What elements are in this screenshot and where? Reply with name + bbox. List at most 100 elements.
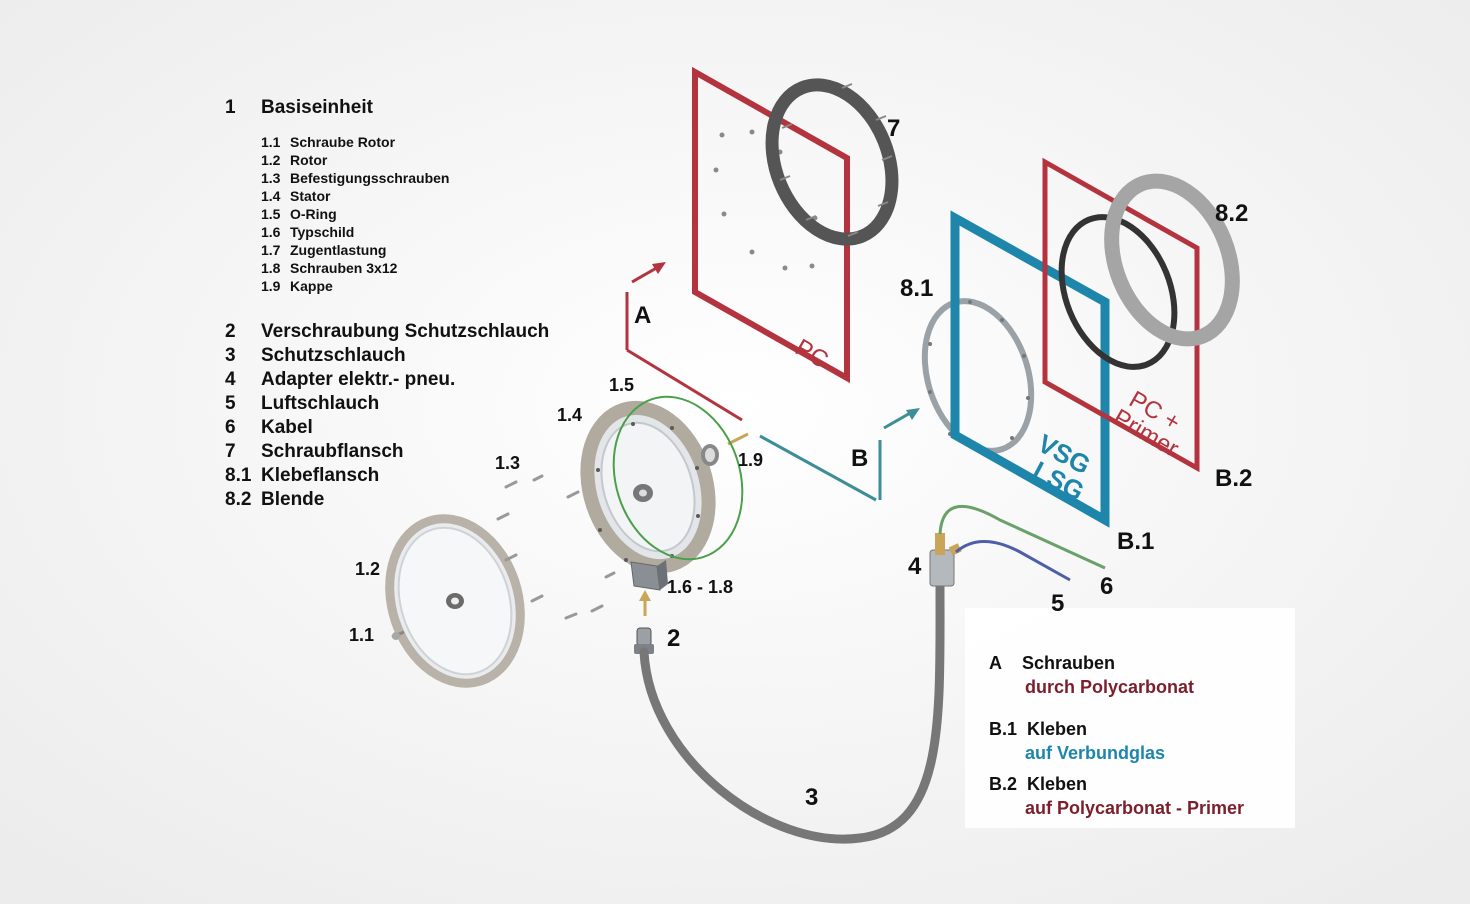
legend-sub-label: Typschild (290, 224, 355, 240)
right-legend-b1: B.1 Kleben (989, 719, 1087, 740)
legend-label: Kabel (261, 417, 313, 438)
rotor-screw (391, 630, 405, 640)
legend-sub-num: 1.5 (261, 206, 281, 222)
legend-item-1: 1 Basiseinheit (225, 97, 373, 119)
callout-b: B (851, 445, 869, 472)
screw-flange-ring (765, 78, 899, 246)
callout-1-6-1-8: 1.6 - 1.8 (667, 577, 734, 597)
stator (580, 400, 716, 574)
cover-ring (1104, 173, 1240, 347)
callout-4: 4 (908, 553, 922, 580)
rotor (385, 514, 525, 688)
legend-num: 5 (225, 393, 236, 414)
legend-num: 3 (225, 345, 236, 366)
callout-1-1: 1.1 (349, 625, 375, 645)
legend-sub-item: 1.9 Kappe (261, 278, 333, 294)
legend-sub-item: 1.2 Rotor (261, 152, 327, 168)
right-legend-label: Schrauben (1022, 653, 1116, 673)
legend-label: Schutzschlauch (261, 345, 406, 366)
legend-sub-item: 1.5 O-Ring (261, 206, 337, 222)
legend-label: Schraubflansch (261, 441, 404, 462)
right-legend-key: A (989, 653, 1002, 673)
up-arrow (639, 590, 651, 616)
legend-sub-item: 1.1 Schraube Rotor (261, 134, 395, 150)
legend-item: 7 Schraubflansch (225, 441, 404, 463)
right-legend-box (965, 608, 1295, 828)
legend-label: Adapter elektr.- pneu. (261, 369, 456, 390)
right-legend-a: A Schrauben (989, 653, 1115, 674)
legend-sub-num: 1.1 (261, 134, 281, 150)
callout-7: 7 (887, 115, 901, 142)
callout-1-3: 1.3 (495, 453, 521, 473)
callout-b1: B.1 (1117, 528, 1155, 555)
legend-sub-num: 1.9 (261, 278, 281, 294)
legend-item: 3 Schutzschlauch (225, 345, 406, 367)
legend-sub-item: 1.4 Stator (261, 188, 330, 204)
air-hose (955, 539, 1071, 582)
callout-1-4: 1.4 (557, 405, 583, 425)
vsg-lsg-panel (950, 210, 1110, 528)
callout-8-1: 8.1 (900, 275, 934, 302)
pc-primer-panel (1042, 157, 1200, 473)
callout-3: 3 (805, 784, 819, 811)
right-legend-a-detail: durch Polycarbonat (1025, 677, 1195, 697)
mounting-screws (496, 474, 616, 620)
legend-sub-num: 1.4 (261, 188, 281, 204)
right-legend-key: B.1 (989, 719, 1018, 739)
cap (701, 444, 719, 466)
legend-sub-num: 1.2 (261, 152, 281, 168)
adapter (929, 533, 962, 587)
legend-sub-num: 1.8 (261, 260, 281, 276)
callout-1-2: 1.2 (355, 559, 381, 579)
legend-label: Verschraubung Schutzschlauch (261, 321, 550, 342)
right-legend-b1-detail: auf Verbundglas (1025, 743, 1166, 763)
legend-sub-item: 1.6 Typschild (261, 224, 354, 240)
legend-sub-label: Schraube Rotor (290, 134, 396, 150)
legend-item: 2 Verschraubung Schutzschlauch (225, 321, 549, 343)
legend-sub-num: 1.7 (261, 242, 281, 258)
connector-b (759, 408, 920, 502)
legend-sub-label: Kappe (290, 278, 333, 294)
callout-5: 5 (1051, 590, 1065, 617)
legend-item: 4 Adapter elektr.- pneu. (225, 369, 455, 391)
callout-1-9: 1.9 (738, 450, 764, 470)
legend-sub-item: 1.8 Schrauben 3x12 (261, 260, 397, 276)
right-legend-key: B.2 (989, 774, 1018, 794)
right-legend-b2-detail: auf Polycarbonat - Primer (1025, 798, 1245, 818)
legend-sub-label: Befestigungsschrauben (290, 170, 450, 186)
callout-2: 2 (667, 625, 681, 652)
callout-6: 6 (1100, 573, 1114, 600)
right-legend-label: Kleben (1027, 719, 1088, 739)
primer-ring (1058, 214, 1178, 370)
callout-b2: B.2 (1215, 465, 1253, 492)
legend-sub-label: O-Ring (290, 206, 337, 222)
legend-label: Basiseinheit (261, 97, 373, 118)
strain-relief (630, 560, 668, 591)
legend-num: 4 (225, 369, 236, 390)
callout-1-5: 1.5 (609, 375, 635, 395)
legend-sub-label: Stator (290, 188, 331, 204)
legend-label: Luftschlauch (261, 393, 380, 414)
legend-num: 2 (225, 321, 236, 342)
cable (938, 504, 1106, 570)
legend-sub-label: Rotor (290, 152, 328, 168)
legend-item: 5 Luftschlauch (225, 393, 379, 415)
legend-sub-item: 1.7 Zugentlastung (261, 242, 386, 258)
legend-sub-label: Schrauben 3x12 (290, 260, 398, 276)
callout-a: A (634, 302, 652, 329)
protective-hose (639, 580, 945, 844)
callout-8-2: 8.2 (1215, 200, 1249, 227)
legend-sub-num: 1.6 (261, 224, 281, 240)
connector-a (625, 262, 743, 422)
legend-label: Klebeflansch (261, 465, 380, 486)
legend-sub-label: Zugentlastung (290, 242, 387, 258)
legend-num: 7 (225, 441, 236, 462)
legend-num: 1 (225, 97, 236, 118)
pc-panel (692, 66, 850, 384)
